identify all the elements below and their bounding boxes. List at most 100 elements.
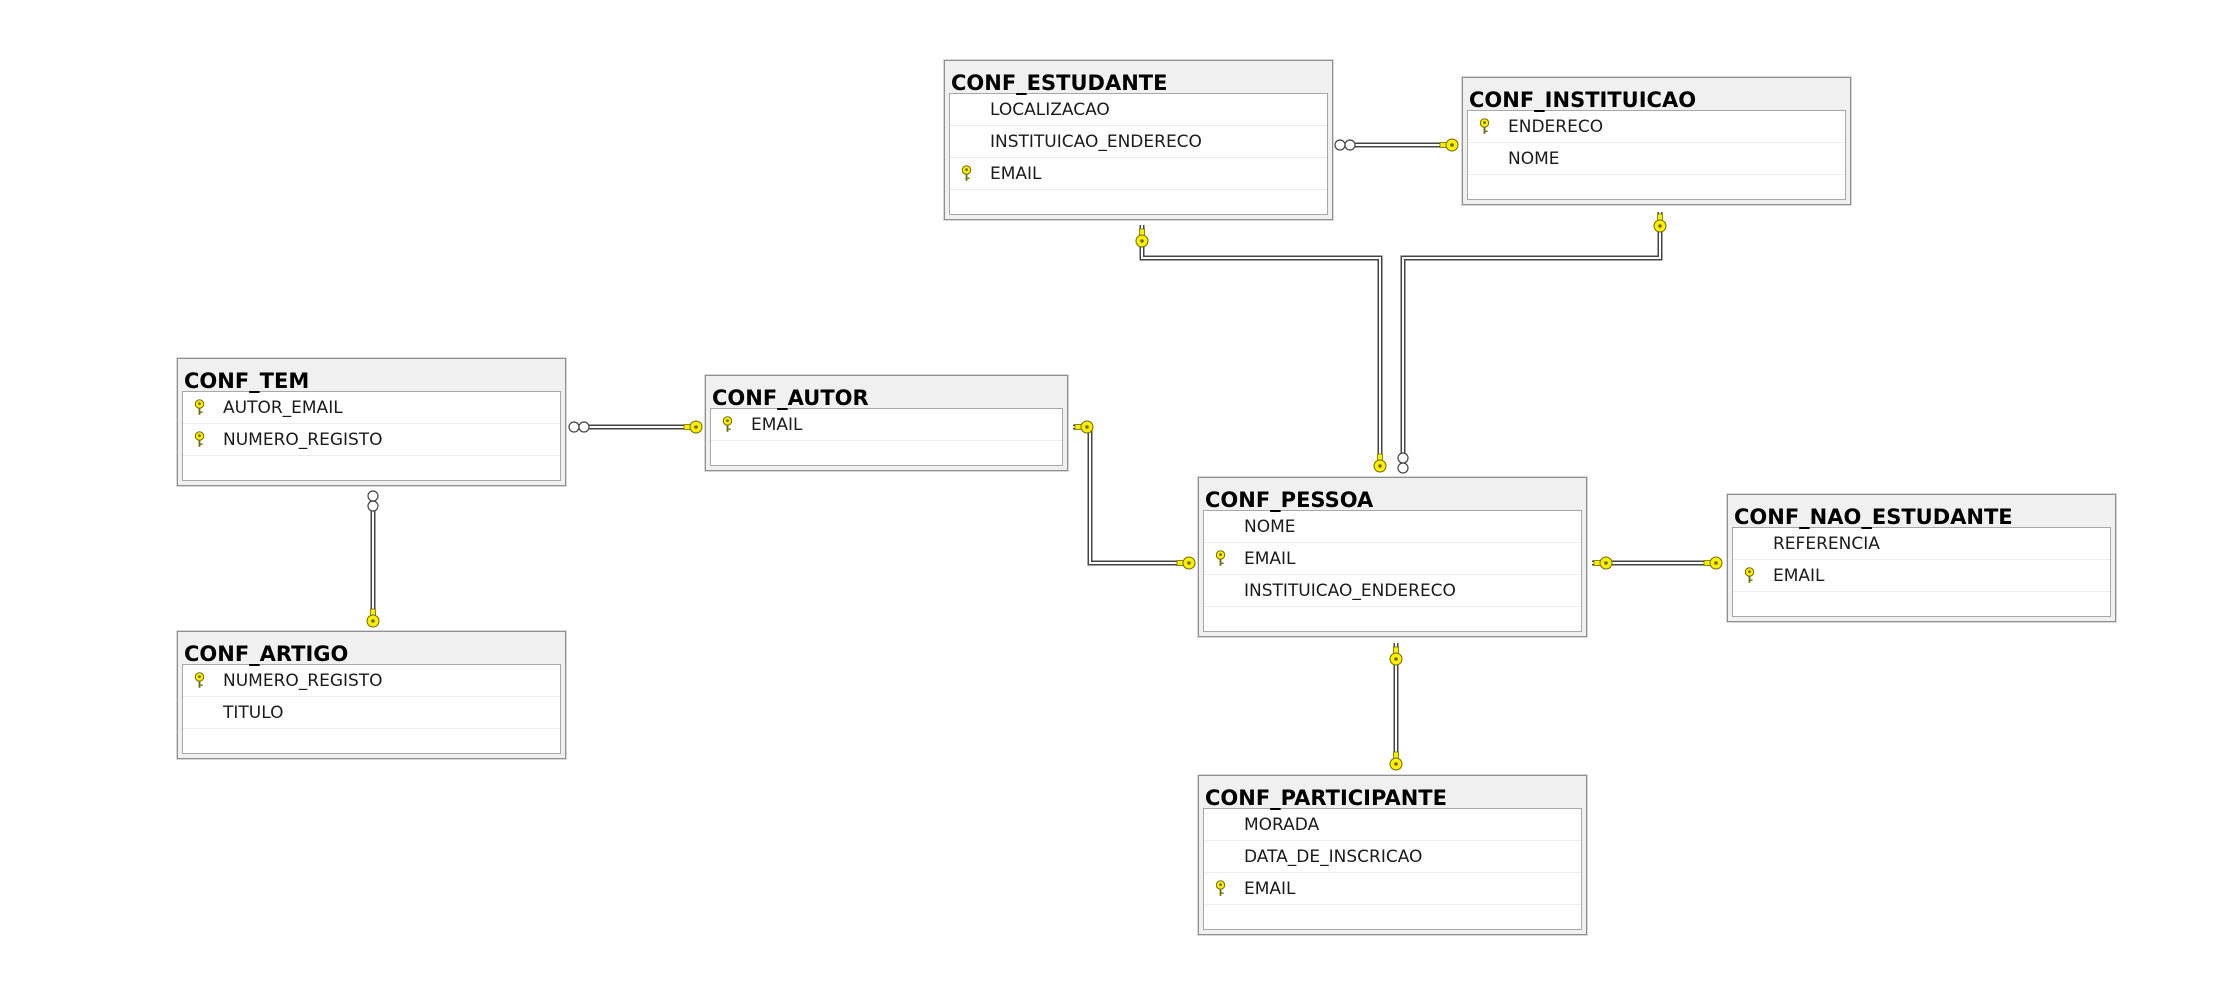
column-row[interactable]: DATA_DE_INSCRICAO [1204, 841, 1581, 873]
table-title: CONF_ESTUDANTE [951, 71, 1168, 95]
primary-key-icon [1468, 111, 1500, 142]
column-row[interactable]: INSTITUICAO_ENDERECO [1204, 575, 1581, 607]
row-selector [1468, 143, 1500, 174]
table-title: CONF_PARTICIPANTE [1205, 786, 1447, 810]
table-title: CONF_PESSOA [1205, 488, 1374, 512]
primary-key-icon [711, 409, 743, 440]
column-name: EMAIL [751, 414, 803, 435]
table-conf-instituicao[interactable]: CONF_INSTITUICAO ENDERECO NOME [1462, 77, 1851, 205]
new-column-row[interactable] [183, 729, 560, 753]
column-name: NUMERO_REGISTO [223, 429, 383, 450]
column-row[interactable]: TITULO [183, 697, 560, 729]
primary-key-icon [183, 424, 215, 455]
column-name: EMAIL [1244, 878, 1296, 899]
column-list: MORADA DATA_DE_INSCRICAO EMAIL [1203, 808, 1582, 930]
many-end-infinity-icon [367, 490, 379, 512]
primary-key-icon [1204, 543, 1236, 574]
column-name: ENDERECO [1508, 116, 1604, 137]
row-selector [1204, 809, 1236, 840]
column-row[interactable]: EMAIL [711, 409, 1062, 441]
new-column-row[interactable] [950, 190, 1327, 214]
column-name: DATA_DE_INSCRICAO [1244, 846, 1423, 867]
table-conf-estudante[interactable]: CONF_ESTUDANTE LOCALIZACAO INSTITUICAO_END… [944, 60, 1333, 220]
column-list: NOME EMAIL INSTITUICAO_ENDERECO [1203, 510, 1582, 632]
column-row[interactable]: NOME [1204, 511, 1581, 543]
column-row[interactable]: AUTOR_EMAIL [183, 392, 560, 424]
primary-key-icon [950, 158, 982, 189]
table-title: CONF_AUTOR [712, 386, 869, 410]
one-end-key-icon [1074, 420, 1094, 434]
column-name: INSTITUICAO_ENDERECO [990, 131, 1202, 152]
table-title: CONF_TEM [184, 369, 310, 393]
column-row[interactable]: NUMERO_REGISTO [183, 665, 560, 697]
row-selector [1204, 575, 1236, 606]
primary-key-icon [1204, 873, 1236, 904]
many-end-infinity-icon [1397, 452, 1409, 474]
column-name: REFERENCIA [1773, 533, 1880, 554]
new-column-row[interactable] [1733, 592, 2110, 616]
column-name: TITULO [223, 702, 284, 723]
column-name: LOCALIZACAO [990, 99, 1110, 120]
column-name: AUTOR_EMAIL [223, 397, 343, 418]
column-row[interactable]: EMAIL [1733, 560, 2110, 592]
column-list: NUMERO_REGISTO TITULO [182, 664, 561, 754]
column-row[interactable]: NOME [1468, 143, 1845, 175]
one-end-key-icon [1439, 138, 1459, 152]
table-conf-nao-estudante[interactable]: CONF_NAO_ESTUDANTE REFERENCIA EMAIL [1727, 494, 2116, 622]
new-column-row[interactable] [1204, 607, 1581, 631]
one-end-key-icon [1176, 556, 1196, 570]
column-row[interactable]: EMAIL [1204, 873, 1581, 905]
many-end-infinity-icon [1334, 139, 1356, 151]
column-list: ENDERECO NOME [1467, 110, 1846, 200]
column-row[interactable]: LOCALIZACAO [950, 94, 1327, 126]
one-end-key-icon [683, 420, 703, 434]
column-list: REFERENCIA EMAIL [1732, 527, 2111, 617]
relationship-line-core [1073, 426, 1193, 564]
column-row[interactable]: EMAIL [1204, 543, 1581, 575]
column-row[interactable]: MORADA [1204, 809, 1581, 841]
one-end-key-icon [1653, 213, 1667, 233]
column-list: LOCALIZACAO INSTITUICAO_ENDERECO EMAIL [949, 93, 1328, 215]
column-row[interactable]: REFERENCIA [1733, 528, 2110, 560]
column-list: EMAIL [710, 408, 1063, 466]
new-column-row[interactable] [1468, 175, 1845, 199]
relationship-line-core [1402, 212, 1661, 470]
table-title: CONF_NAO_ESTUDANTE [1734, 505, 2013, 529]
column-name: INSTITUICAO_ENDERECO [1244, 580, 1456, 601]
new-column-row[interactable] [183, 456, 560, 480]
column-name: NOME [1244, 516, 1296, 537]
one-end-key-icon [1389, 751, 1403, 771]
table-conf-artigo[interactable]: CONF_ARTIGO NUMERO_REGISTO TITULO [177, 631, 566, 759]
many-end-infinity-icon [568, 421, 590, 433]
table-title: CONF_INSTITUICAO [1469, 88, 1697, 112]
new-column-row[interactable] [1204, 905, 1581, 929]
table-title: CONF_ARTIGO [184, 642, 349, 666]
row-selector [1204, 511, 1236, 542]
one-end-key-icon [1703, 556, 1723, 570]
column-row[interactable]: EMAIL [950, 158, 1327, 190]
row-selector [1733, 528, 1765, 559]
one-end-key-icon [1373, 453, 1387, 473]
relationship-line-core [1141, 225, 1381, 470]
column-row[interactable]: NUMERO_REGISTO [183, 424, 560, 456]
new-column-row[interactable] [711, 441, 1062, 465]
relationship-line-conf-pessoa-to-conf-instituicao [1400, 212, 1663, 470]
table-conf-autor[interactable]: CONF_AUTOR EMAIL [705, 375, 1068, 471]
one-end-key-icon [1135, 228, 1149, 248]
table-conf-tem[interactable]: CONF_TEM AUTOR_EMAIL NUMERO_REGISTO [177, 358, 566, 486]
column-name: EMAIL [990, 163, 1042, 184]
one-end-key-icon [1593, 556, 1613, 570]
one-end-key-icon [366, 608, 380, 628]
relationship-line-conf-estudante-to-conf-pessoa [1139, 225, 1383, 470]
table-conf-pessoa[interactable]: CONF_PESSOA NOME EMAIL INSTITUICAO_ENDERECO [1198, 477, 1587, 637]
table-conf-participante[interactable]: CONF_PARTICIPANTE MORADA DATA_DE_INSCRICAO… [1198, 775, 1587, 935]
row-selector [950, 94, 982, 125]
row-selector [950, 126, 982, 157]
column-name: MORADA [1244, 814, 1320, 835]
column-row[interactable]: ENDERECO [1468, 111, 1845, 143]
column-list: AUTOR_EMAIL NUMERO_REGISTO [182, 391, 561, 481]
column-row[interactable]: INSTITUICAO_ENDERECO [950, 126, 1327, 158]
column-name: NUMERO_REGISTO [223, 670, 383, 691]
column-name: EMAIL [1244, 548, 1296, 569]
one-end-key-icon [1389, 646, 1403, 666]
